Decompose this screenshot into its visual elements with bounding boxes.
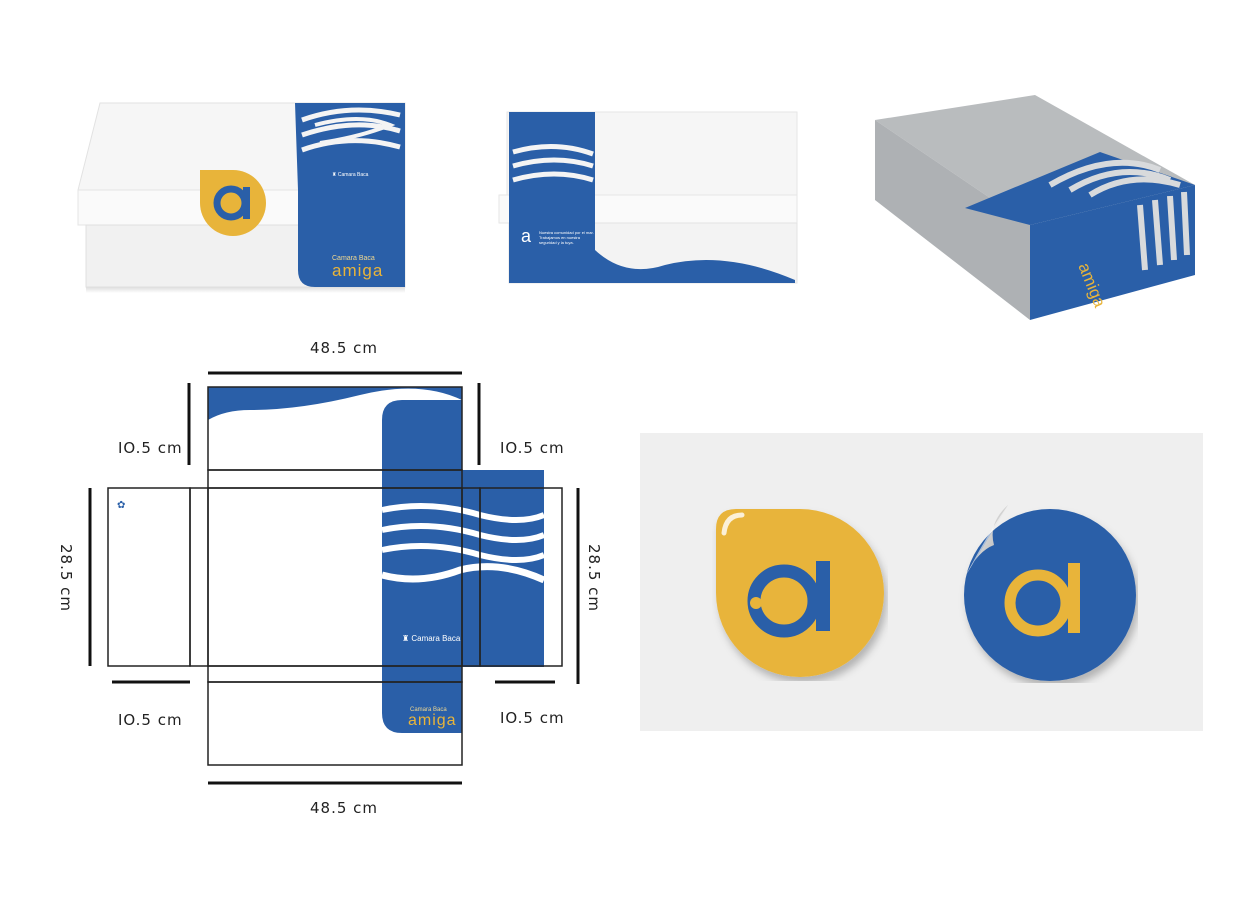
brand-name: amiga [332,261,384,280]
dieline-crest: ♜ Camara Baca [402,634,461,643]
dim-right-top-flap: IO.5 cm [500,439,565,457]
box-view-isometric: amiga [870,90,1200,330]
dieline-brand-name: amiga [408,712,457,729]
amiga-a-logo-icon [210,179,256,225]
dim-top-width: 48.5 cm [310,339,379,357]
dim-right-height: 28.5 cm [585,543,604,613]
crest-icon: ♜ [332,172,337,178]
flap-crest-icon: ✿ [117,500,126,511]
yellow-sticker [712,505,888,681]
dim-left-top-flap: IO.5 cm [118,439,183,457]
side-logo-letter: a [521,226,532,246]
brand-tagline: Camara Baca [332,255,375,262]
dim-left-bottom-flap: IO.5 cm [118,711,183,729]
peel-sticker-icon [958,503,1138,683]
box-view-side: a Nuestra comunidad por el mar. Trabajam… [495,100,805,290]
box-view-front: ♜ Camara Baca Camara Baca amiga [70,95,415,300]
dim-left-height: 28.5 cm [57,543,76,613]
dim-right-bottom-flap: IO.5 cm [500,709,565,727]
sticker-panel [640,433,1203,731]
dieline-tagline: Camara Baca [410,707,447,713]
side-text: Nuestra comunidad por el mar. Trabajamos… [539,230,594,245]
dim-bottom-width: 48.5 cm [310,799,379,817]
crest-small-text: ♜ Camara Baca [332,172,369,178]
crest-icon: ♜ [402,634,410,643]
